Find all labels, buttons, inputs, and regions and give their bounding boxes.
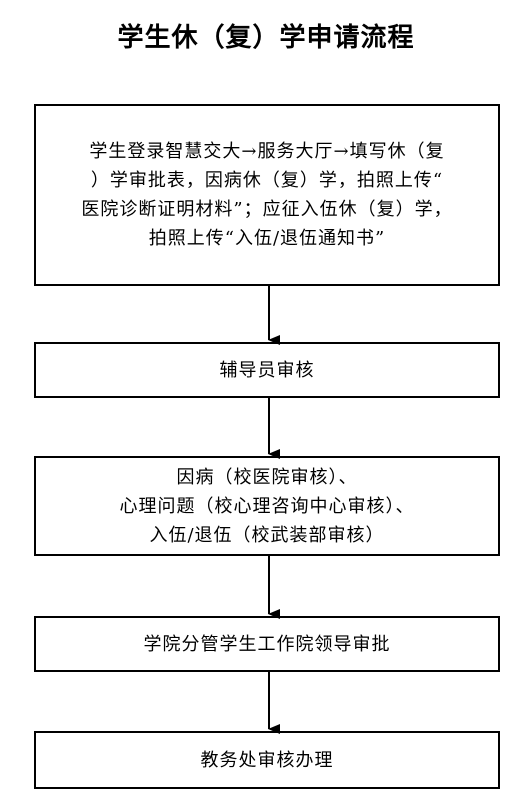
step-text-line: 学院分管学生工作院领导审批 [143,633,391,655]
step-text-line: 入伍/退伍（校武装部审核） [149,524,385,546]
step-text-line: 医院诊断证明材料”；应征入伍休（复）学， [81,199,453,220]
page-title: 学生休（复）学申请流程 [117,23,415,53]
step-counselor-review: 辅导员审核 [34,342,500,398]
step-text-line: 学生登录智慧交大→服务大厅→填写休（复 [89,141,445,162]
step-college-approval: 学院分管学生工作院领导审批 [34,616,500,672]
step-department-review: 因病（校医院审核）、 心理问题（校心理咨询中心审核）、 入伍/退伍（校武装部审核… [34,456,500,556]
step-text-line: 因病（校医院审核）、 [176,466,358,488]
step-text-line: 教务处审核办理 [200,749,334,771]
step-login-apply: 学生登录智慧交大→服务大厅→填写休（复 ）学审批表，因病休（复）学，拍照上传“ … [34,104,500,286]
step-text-line: 拍照上传“入伍/退伍通知书” [148,228,386,249]
step-text-line: ）学审批表，因病休（复）学，拍照上传“ [90,170,444,191]
step-text-line: 辅导员审核 [219,359,315,381]
step-text-line: 心理问题（校心理咨询中心审核）、 [119,495,415,517]
step-academic-office-processing: 教务处审核办理 [34,731,500,789]
